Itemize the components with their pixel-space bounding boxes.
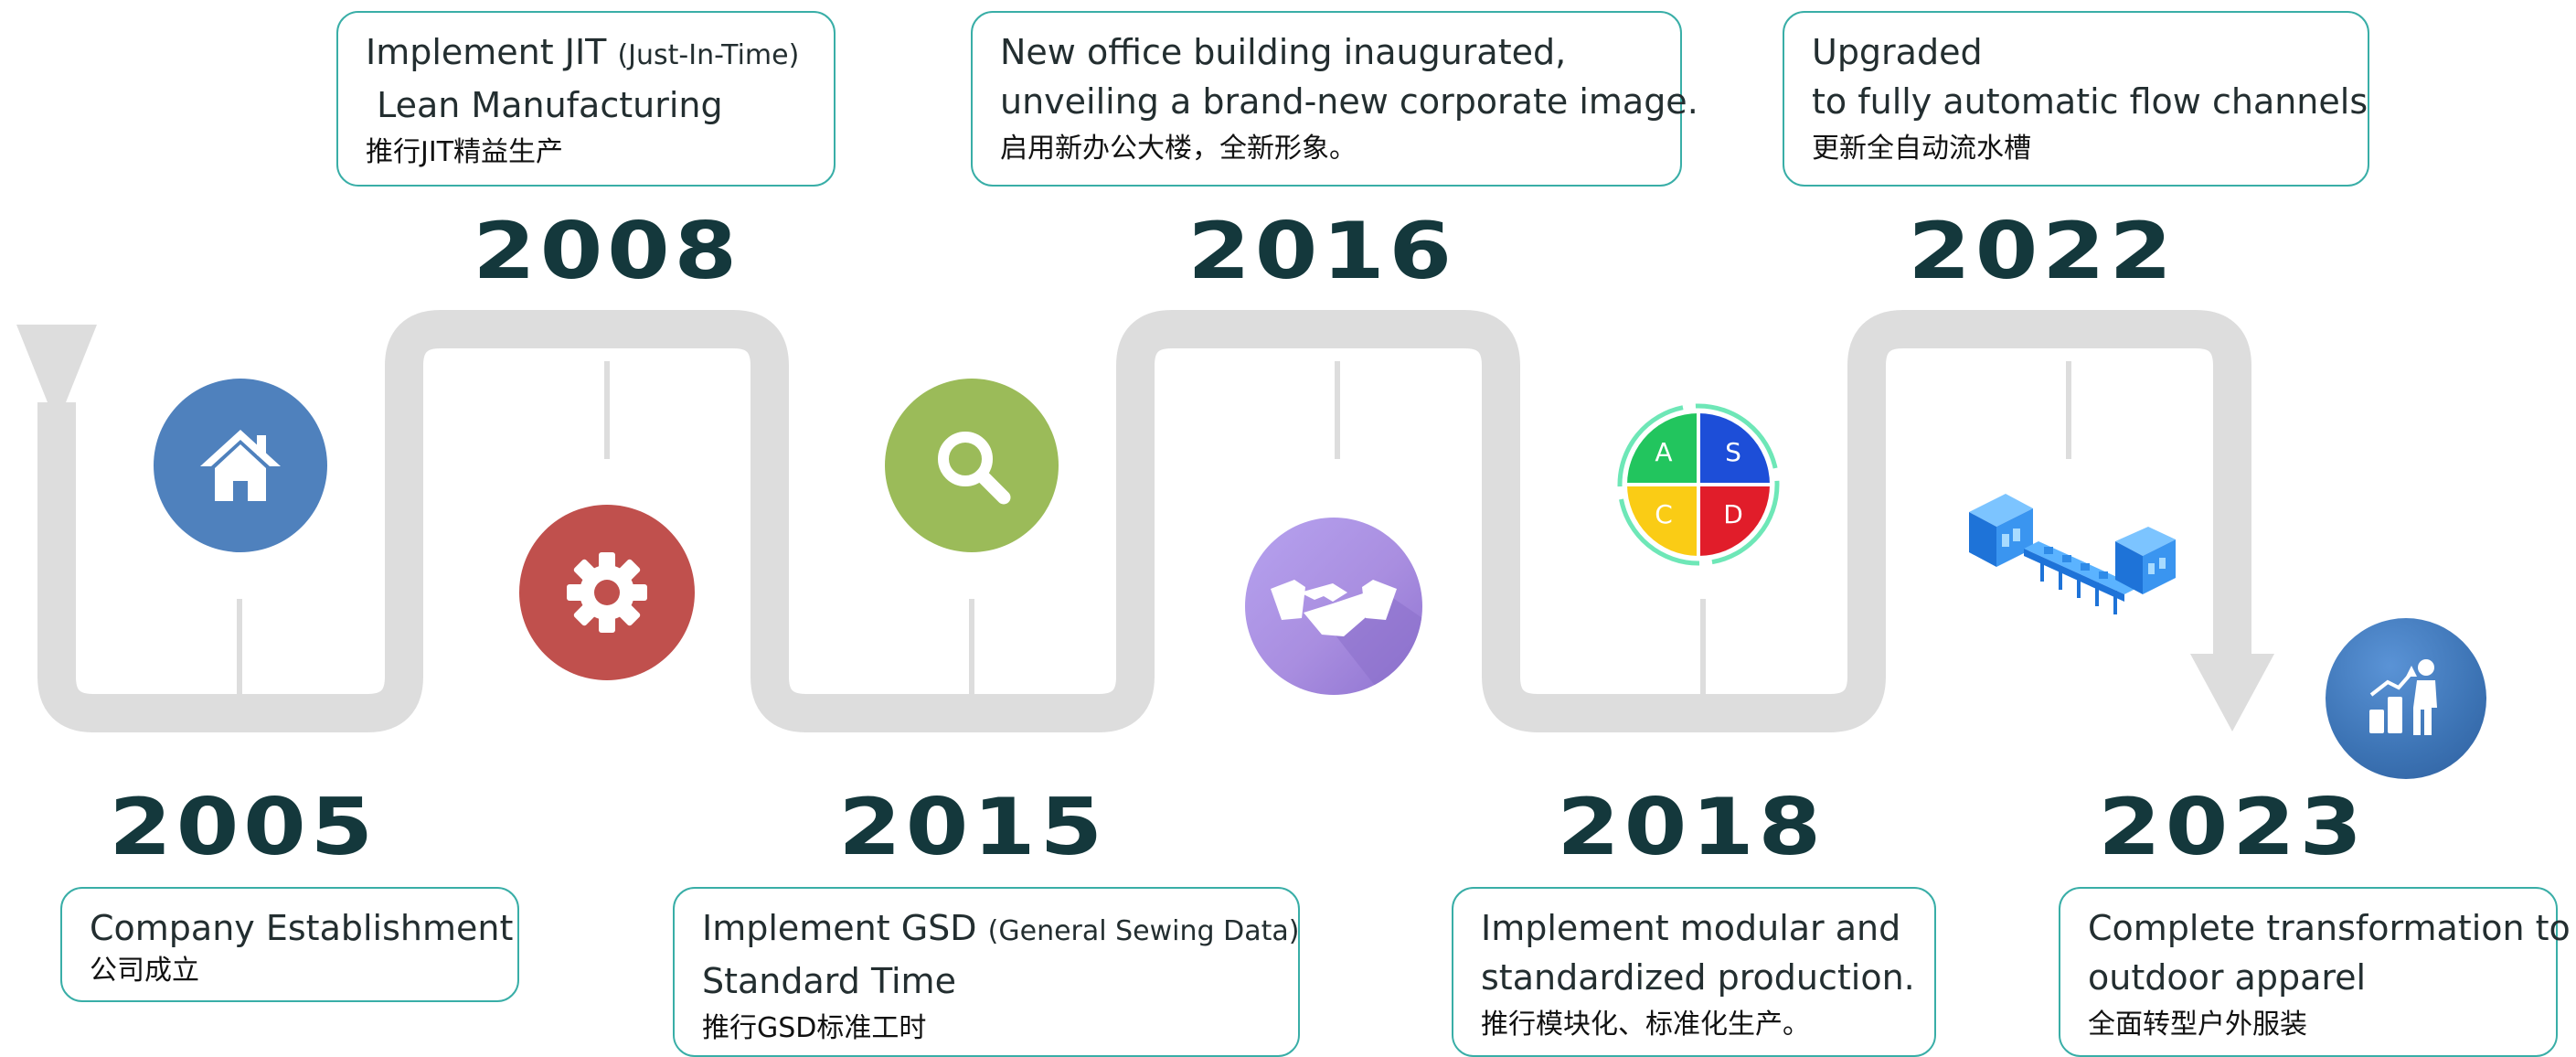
milestone-en-line2: Lean Manufacturing: [366, 85, 723, 125]
milestone-en-line2: standardized production.: [1481, 957, 1915, 998]
milestone-box-2008: Implement JIT (Just-In-Time) Lean Manufa…: [336, 11, 836, 187]
milestone-en-line1: Implement JIT: [366, 32, 607, 72]
handshake-icon: [1245, 518, 1422, 695]
milestone-en-line1: Complete transformation to: [2088, 908, 2571, 948]
milestone-en-note: (Just-In-Time): [617, 39, 800, 71]
milestone-box-2015: Implement GSD (General Sewing Data) Stan…: [673, 887, 1300, 1057]
year-2023: 2023: [2098, 782, 2367, 873]
pdca-quadrant-a: A: [1655, 437, 1672, 467]
conveyor-icon: [1960, 475, 2179, 622]
year-2016: 2016: [1187, 206, 1456, 297]
pdca-icon: A S C D: [1616, 402, 1781, 567]
milestone-zh: 更新全自动流水槽: [1812, 133, 2031, 165]
start-arrow: [16, 325, 97, 425]
milestone-en-line1: New office building inaugurated,: [1000, 32, 1567, 72]
milestone-zh: 推行JIT精益生产: [366, 136, 564, 168]
milestone-zh: 推行模块化、标准化生产。: [1481, 1009, 1810, 1041]
gear-icon: [519, 505, 695, 680]
milestone-box-2016: New office building inaugurated, unveili…: [971, 11, 1698, 187]
milestone-en-note: (General Sewing Data): [987, 915, 1300, 947]
milestone-zh: 启用新办公大楼，全新形象。: [1000, 133, 1357, 165]
milestone-en-line2: unveiling a brand-new corporate image.: [1000, 81, 1698, 122]
milestone-en-line2: outdoor apparel: [2088, 957, 2367, 998]
growth-chart-icon: [2326, 618, 2486, 779]
year-2005: 2005: [109, 782, 378, 873]
milestone-en-line1: Implement GSD: [702, 908, 977, 948]
search-icon: [885, 379, 1059, 552]
pdca-quadrant-c: C: [1655, 499, 1673, 529]
pdca-quadrant-s: S: [1725, 437, 1741, 467]
milestone-en-line1: Upgraded: [1812, 32, 1983, 72]
milestone-en-line1: Company Establishment: [90, 908, 514, 948]
milestone-en-line2: to fully automatic flow channels: [1812, 81, 2368, 122]
milestone-zh: 全面转型户外服装: [2088, 1009, 2307, 1041]
year-2008: 2008: [473, 206, 741, 297]
milestone-zh: 公司成立: [90, 955, 199, 987]
milestone-box-2018: Implement modular and standardized produ…: [1452, 887, 1936, 1057]
end-arrow: [2190, 654, 2274, 731]
year-2018: 2018: [1557, 782, 1826, 873]
milestone-box-2005: Company Establishment 公司成立: [60, 887, 519, 1002]
pdca-quadrant-d: D: [1723, 499, 1743, 529]
milestone-en-line2: Standard Time: [702, 961, 956, 1001]
milestone-box-2022: Upgraded to fully automatic flow channel…: [1783, 11, 2369, 187]
year-2022: 2022: [1908, 206, 2177, 297]
milestone-box-2023: Complete transformation to outdoor appar…: [2059, 887, 2571, 1057]
milestone-zh: 推行GSD标准工时: [702, 1012, 927, 1044]
milestone-en-line1: Implement modular and: [1481, 908, 1901, 948]
year-2015: 2015: [838, 782, 1107, 873]
home-icon: [154, 379, 327, 552]
